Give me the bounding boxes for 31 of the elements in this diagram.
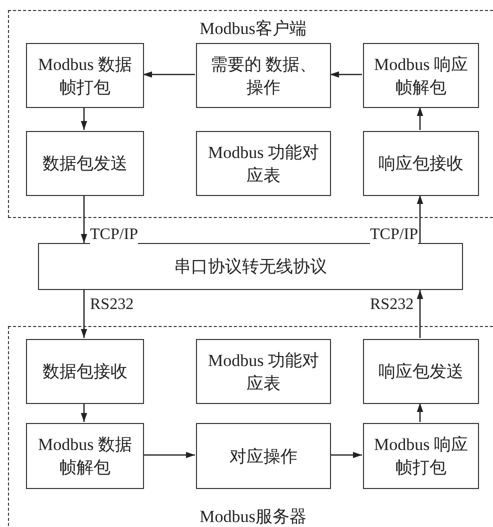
edge-label: TCP/IP xyxy=(90,226,138,244)
process-box: Modbus 响应帧打包 xyxy=(363,423,479,489)
process-box: 需要的 数据、操作 xyxy=(196,43,331,108)
process-box: 数据包接收 xyxy=(26,339,144,404)
arrow xyxy=(416,195,424,243)
arrow xyxy=(416,403,424,422)
arrow xyxy=(330,71,362,78)
arrow xyxy=(80,195,88,243)
process-box: Modbus 功能对应表 xyxy=(196,131,331,196)
process-box: 数据包发送 xyxy=(26,131,144,196)
process-box: 串口协议转无线协议 xyxy=(38,243,463,290)
arrow xyxy=(143,452,195,458)
process-box: Modbus 响应帧解包 xyxy=(363,43,479,108)
arrow xyxy=(143,71,195,78)
arrow xyxy=(416,290,424,338)
arrow xyxy=(80,107,88,130)
arrow xyxy=(80,403,88,422)
region-title: Modbus客户端 xyxy=(200,18,306,40)
arrow xyxy=(330,452,362,458)
process-box: 对应操作 xyxy=(196,423,331,489)
process-box: 响应包发送 xyxy=(363,339,479,404)
process-box: Modbus 数据帧打包 xyxy=(26,43,144,108)
process-box: 响应包接收 xyxy=(363,131,479,196)
process-box: Modbus 数据帧解包 xyxy=(26,423,144,489)
process-box: Modbus 功能对应表 xyxy=(196,339,331,404)
dashed-region xyxy=(8,10,493,218)
dashed-region xyxy=(8,326,493,527)
arrow xyxy=(80,290,88,338)
edge-label: TCP/IP xyxy=(370,226,418,244)
arrow xyxy=(416,107,424,130)
region-title: Modbus服务器 xyxy=(200,506,306,527)
